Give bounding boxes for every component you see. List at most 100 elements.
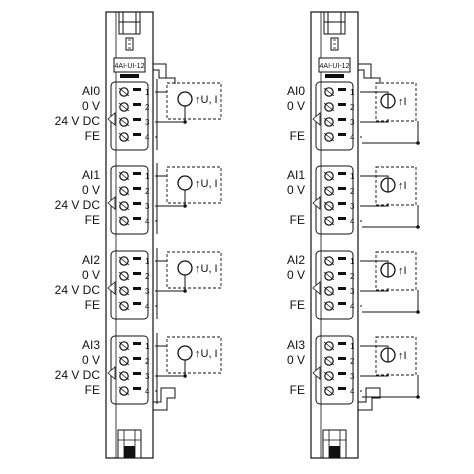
status-led [338,302,346,305]
row-label: AI0 [287,84,305,98]
wire-zero [360,119,389,123]
terminal-block [315,81,354,151]
row-label: AI0 [82,84,100,98]
terminal-wire-entry [323,371,335,381]
status-led [133,202,141,205]
terminal-block [110,335,149,405]
row-label: 24 V DC [55,283,101,297]
row-label: FE [290,213,305,227]
wire-zero [360,203,389,207]
pin-number: 2 [145,187,150,196]
pin-number: 4 [350,133,355,142]
status-led [338,372,346,375]
terminal-wire-entry [118,386,130,396]
pin-number: 3 [350,118,355,127]
tag-bar [120,74,139,78]
terminal-wire-entry [323,286,335,296]
wire-zero [360,288,389,292]
din-clip-top [153,63,176,84]
terminal-block [315,335,354,405]
pin-number: 2 [145,272,150,281]
row-label: 0 V [82,268,100,282]
terminal-block [315,250,354,320]
status-led [133,133,141,136]
source-label: ↑I [398,180,407,192]
terminal-wire-entry [118,356,130,366]
pin-number: 2 [350,272,355,281]
row-label: 24 V DC [55,114,101,128]
source-symbol [177,175,193,191]
status-led [338,118,346,121]
tag-frame [318,57,351,73]
wire-signal [360,345,389,347]
block-key [107,196,116,210]
row-label: FE [290,129,305,143]
status-led [338,272,346,275]
pin-number: 3 [145,287,150,296]
tag-bar [325,74,344,78]
status-led [133,272,141,275]
pin-number: 2 [350,357,355,366]
pin-number: 3 [145,372,150,381]
pin-number: 1 [145,342,150,351]
release-lever [118,11,141,35]
row-label: 24 V DC [55,368,101,382]
return-line [362,121,419,144]
source-label: ↑U, I [195,94,218,106]
status-led [133,257,141,260]
pin-number: 1 [145,88,150,97]
terminal-wire-entry [323,271,335,281]
junction-dot [416,395,420,399]
source-label: ↑I [398,350,407,362]
status-led [133,357,141,360]
sensor-box [166,336,222,374]
status-led [338,287,346,290]
terminal-wire-entry [118,371,130,381]
terminal-wire-entry [323,386,335,396]
source-symbol [177,260,193,276]
return-line [362,290,419,313]
row-label: FE [290,383,305,397]
row-label: 0 V [287,183,305,197]
source-label: ↑I [398,265,407,277]
source-label: ↑U, I [195,348,218,360]
row-label: AI2 [287,253,305,267]
junction-dot [416,310,420,314]
row-label: FE [290,298,305,312]
status-led [338,103,346,106]
lever-ribs [324,12,345,34]
module-tag-label: 4AI-UI-12 [320,63,350,70]
terminal-wire-entry [323,356,335,366]
block-key [312,196,321,210]
pin-number: 2 [145,357,150,366]
din-clip-top [358,63,381,84]
pin-number: 2 [145,103,150,112]
block-key [312,281,321,295]
junction-dot [183,289,187,293]
sensor-box [375,251,417,291]
status-led [133,387,141,390]
row-label: FE [85,213,100,227]
pin-number: 4 [145,133,150,142]
row-label: 0 V [82,99,100,113]
pin-number: 4 [350,302,355,311]
terminal-wire-entry [323,256,335,266]
pin-number: 4 [145,217,150,226]
status-led [338,88,346,91]
latch-grip [128,39,131,49]
pin-number: 3 [145,202,150,211]
terminal-block [110,81,149,151]
source-label: ↑U, I [195,178,218,190]
row-label: FE [85,298,100,312]
terminal-wire-entry [323,117,335,127]
connector-foot [124,446,135,458]
pin-number: 3 [350,287,355,296]
junction-dot [183,204,187,208]
return-line [362,205,419,228]
source-symbol [177,91,193,107]
status-led [338,257,346,260]
pin-number: 3 [350,202,355,211]
terminal-wire-entry [118,301,130,311]
pin-number: 1 [350,342,355,351]
